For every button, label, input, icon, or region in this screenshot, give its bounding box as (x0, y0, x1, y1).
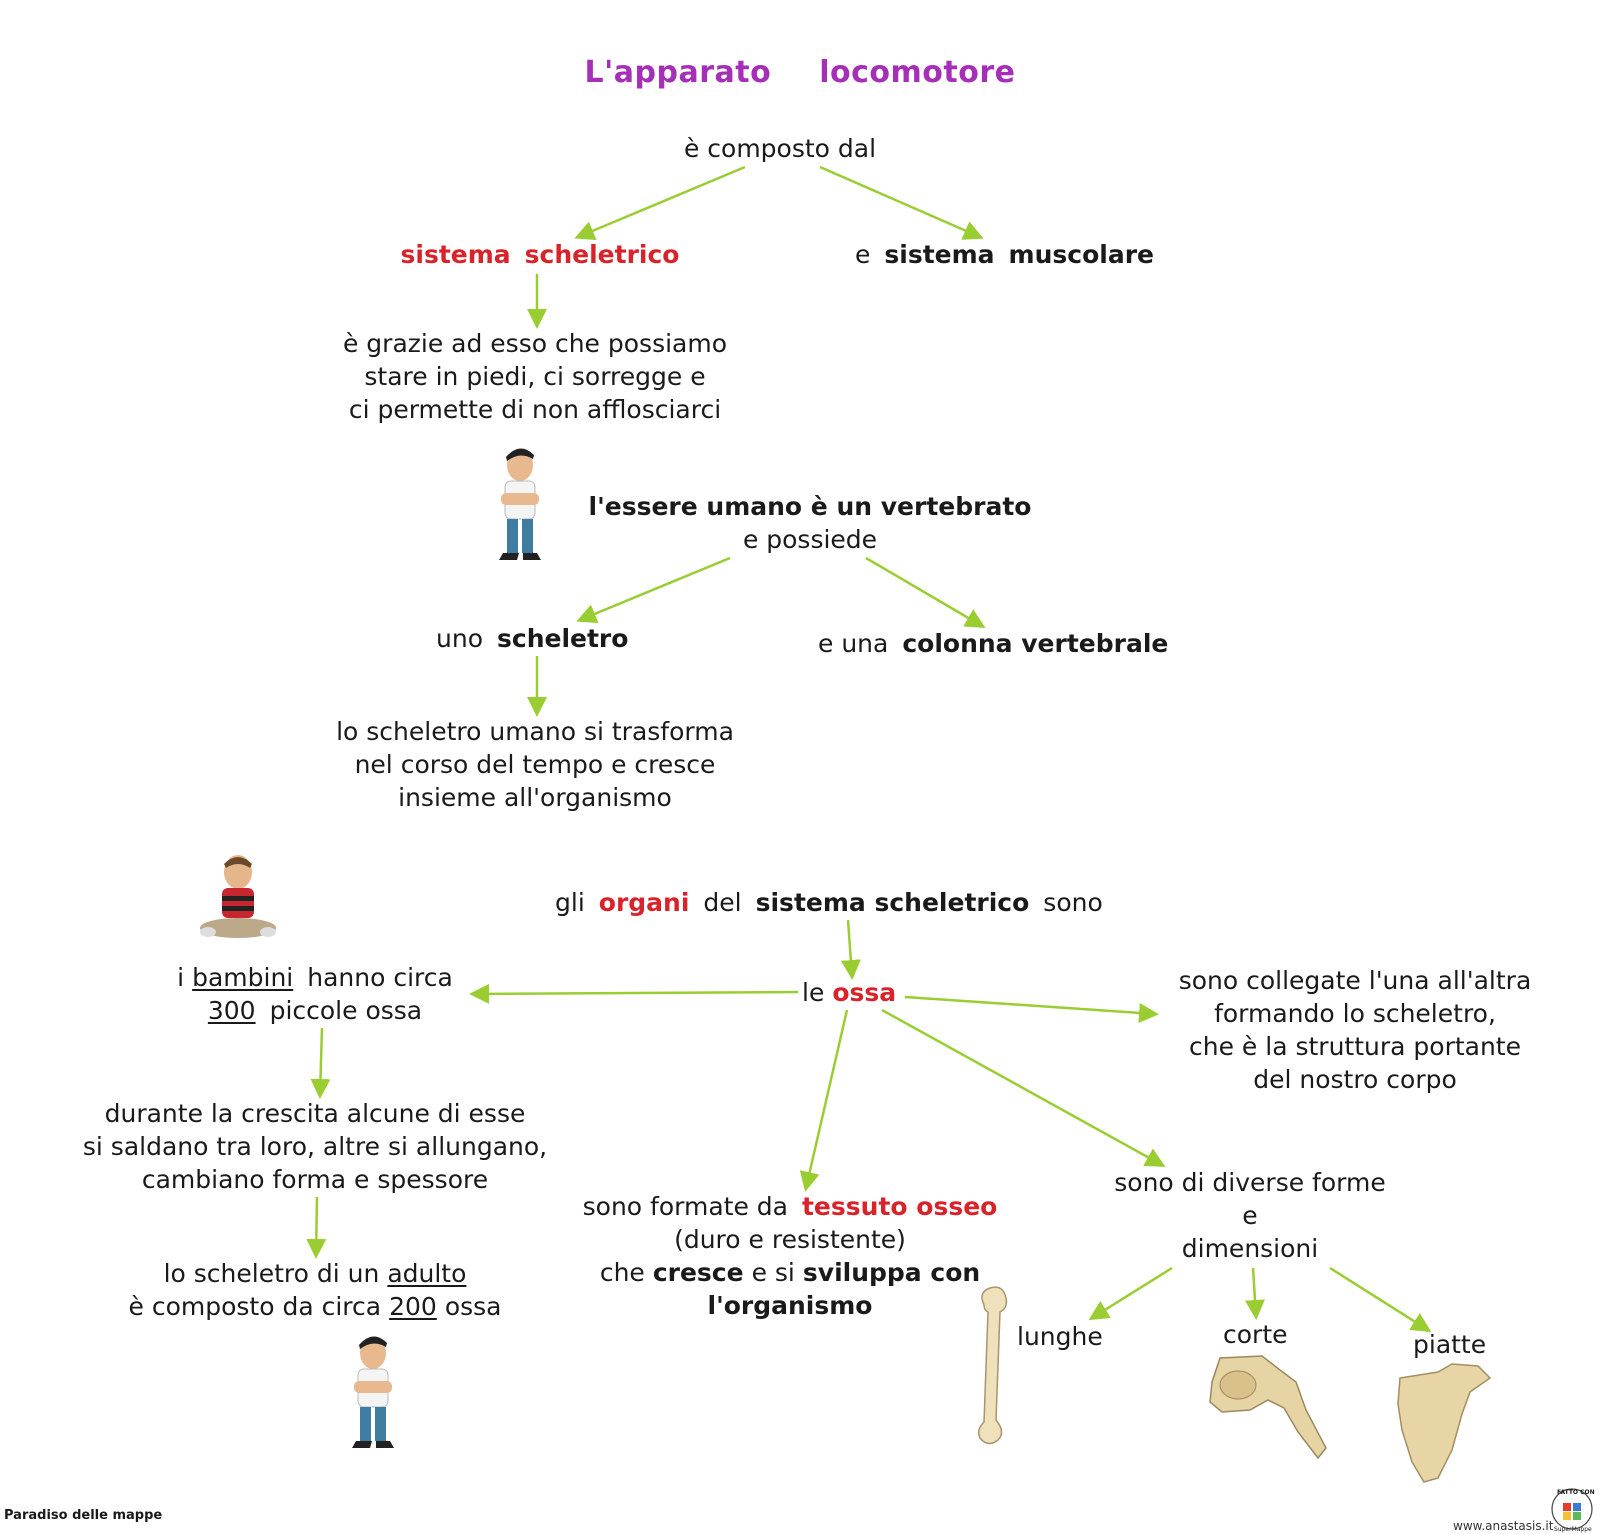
arrow-ossa-collegate (904, 995, 1159, 1023)
footer-website: www.anastasis.it (1453, 1519, 1554, 1533)
arrow-forme-piatte (1329, 1266, 1432, 1333)
arrow-bambini-crescita (310, 1027, 331, 1099)
arrow-ossa-bambini (469, 983, 799, 1004)
boy-sitting-icon (200, 855, 276, 938)
node-trasforma: lo scheletro umano si trasforma nel cors… (336, 717, 734, 812)
long-bone-icon (977, 1286, 1008, 1445)
arrow-ossa-forme (881, 1008, 1166, 1167)
flat-bone-icon (1397, 1363, 1492, 1483)
arrow-crescita-adulto (306, 1196, 327, 1259)
arrow-forme-corte (1245, 1267, 1265, 1320)
short-bone-icon (1209, 1355, 1327, 1460)
title-word-2: locomotore (819, 55, 1016, 90)
page-title: L'apparato locomotore (500, 56, 1100, 89)
node-composto: è composto dal (683, 134, 877, 163)
arrow-ossa-tessuto (799, 1009, 849, 1192)
node-piatte: piatte (1413, 1330, 1487, 1359)
node-forme: sono di diverse forme e dimensioni (1114, 1168, 1386, 1263)
badge-bottom-text: SuperMappe (1554, 1526, 1592, 1533)
arrow-organi-ossa (840, 919, 861, 980)
arrow-composto-muscolare (819, 165, 984, 240)
node-crescita: durante la crescita alcune di esse si sa… (82, 1099, 548, 1194)
node-corte: corte (1223, 1320, 1288, 1349)
node-grazie: è grazie ad esso che possiamo stare in p… (342, 329, 728, 424)
supermappe-badge-icon (1551, 1488, 1593, 1530)
badge-top-text: FATTO CON (1557, 1489, 1595, 1496)
node-collegate: sono collegate l'una all'altra formando … (1178, 966, 1532, 1094)
title-word-1: L'apparato (584, 55, 772, 90)
arrow-possiede-colonna (865, 556, 986, 629)
footer-left-credit: Paradiso delle mappe (4, 1508, 163, 1523)
man-arms-crossed-icon (499, 448, 541, 560)
node-lunghe: lunghe (1017, 1322, 1103, 1351)
node-vertebrato: l'essere umano è un vertebrato e possied… (588, 492, 1032, 554)
arrow-composto-scheletrico (574, 165, 746, 241)
arrow-possiede-scheletro (576, 556, 731, 624)
arrow-forme-lunghe (1088, 1266, 1173, 1321)
man-arms-crossed-icon (352, 1336, 394, 1448)
